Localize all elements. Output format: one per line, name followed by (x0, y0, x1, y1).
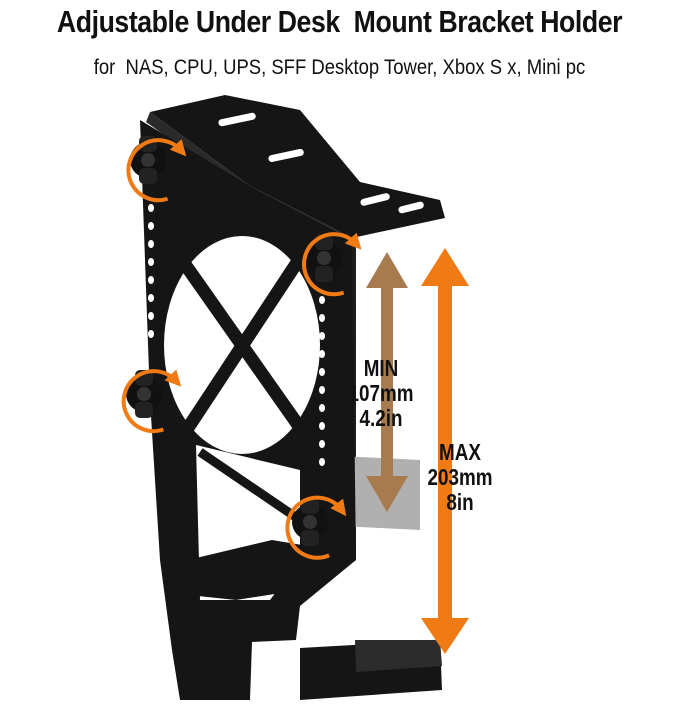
max-mm: 203mm (427, 464, 493, 490)
rotate-icon (126, 138, 187, 203)
min-inch: 4.2in (359, 405, 403, 431)
page-subtitle: for NAS, CPU, UPS, SFF Desktop Tower, Xb… (93, 56, 586, 79)
knob-icon[interactable] (292, 498, 328, 546)
min-height-arrow (366, 252, 408, 512)
max-height-arrow (421, 248, 469, 654)
rotate-icon (302, 232, 362, 297)
max-dimension-label: MAX 203mm 8in (411, 440, 509, 515)
knob-icon[interactable] (130, 136, 166, 184)
rotate-icon (285, 495, 347, 560)
min-dimension-label: MIN 107mm 4.2in (336, 356, 426, 431)
min-label: MIN (363, 355, 399, 381)
front-foot-plate (196, 540, 302, 600)
min-mm: 107mm (348, 380, 414, 406)
max-inch: 8in (446, 489, 474, 515)
top-mounting-plate (146, 95, 445, 246)
page-title: Adjustable Under Desk Mount Bracket Hold… (56, 4, 623, 39)
max-label: MAX (439, 439, 481, 465)
adjustment-holes (148, 204, 325, 466)
rotate-icon (121, 369, 182, 434)
